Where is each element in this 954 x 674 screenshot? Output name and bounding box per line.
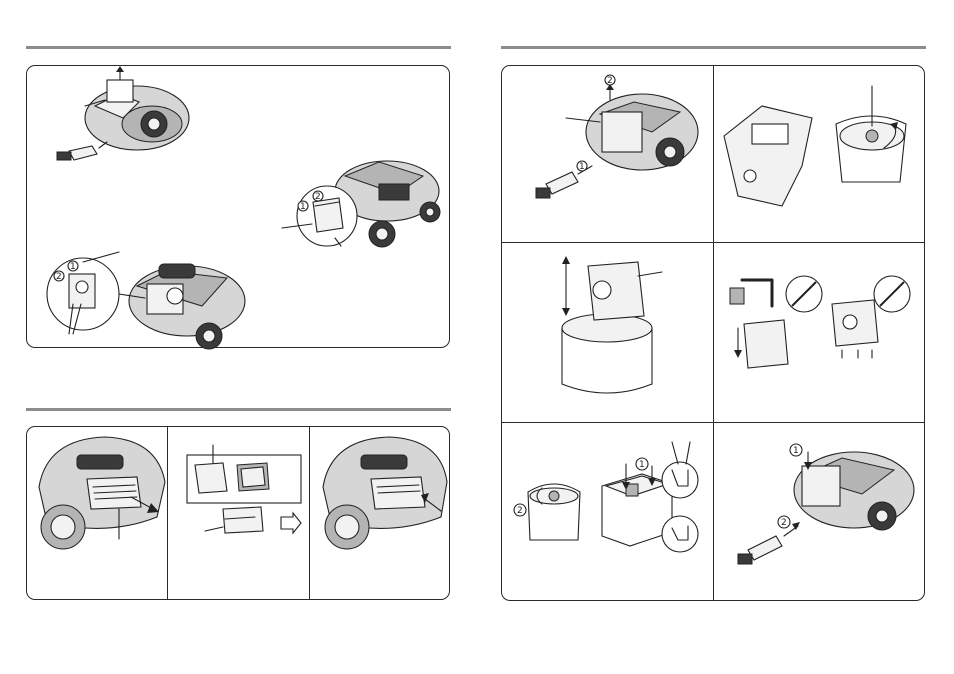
- step-one-marker-bag: 1: [70, 262, 76, 272]
- dust-container-illustration: 2 1: [502, 66, 926, 602]
- step-one-marker-r1: 1: [579, 162, 585, 172]
- filter-insert-figure: [323, 437, 447, 549]
- step-two-marker-r3b: 2: [781, 518, 787, 528]
- container-parts-figure: [724, 86, 906, 206]
- filter-parts-figure: [187, 445, 301, 533]
- dust-container-panel: 2 1: [501, 65, 925, 601]
- step-one-marker-r3b: 1: [793, 446, 799, 456]
- step-two-marker-bag: 2: [56, 272, 62, 282]
- container-lift-figure: [562, 256, 662, 393]
- step-two-marker-r1: 2: [607, 76, 613, 86]
- container-remove-figure: 2 1: [536, 75, 698, 198]
- vacuum-filter-figure: 1 2: [282, 161, 440, 247]
- vacuum-bag-removal-figure: 2 1: [47, 252, 245, 349]
- right-top-rule: [501, 46, 926, 49]
- step-one-marker-r3: 1: [639, 460, 645, 470]
- container-insert-figure: 1 2: [738, 444, 914, 564]
- exhaust-filter-illustration: [27, 427, 451, 601]
- dust-bag-panel: 1 2 2 1: [26, 65, 450, 348]
- vacuum-open-lid-figure: [57, 66, 189, 160]
- exhaust-filter-panel: [26, 426, 450, 600]
- dust-bag-illustration: 1 2 2 1: [27, 66, 451, 349]
- container-wash-figure: [730, 276, 910, 368]
- container-reassemble-figure: 2 1: [514, 442, 698, 552]
- left-bottom-rule: [26, 408, 451, 411]
- step-two-marker: 2: [315, 192, 321, 202]
- filter-open-figure: [39, 437, 165, 549]
- step-two-marker-r3: 2: [517, 506, 523, 516]
- left-top-rule: [26, 46, 451, 49]
- step-one-marker: 1: [300, 202, 306, 212]
